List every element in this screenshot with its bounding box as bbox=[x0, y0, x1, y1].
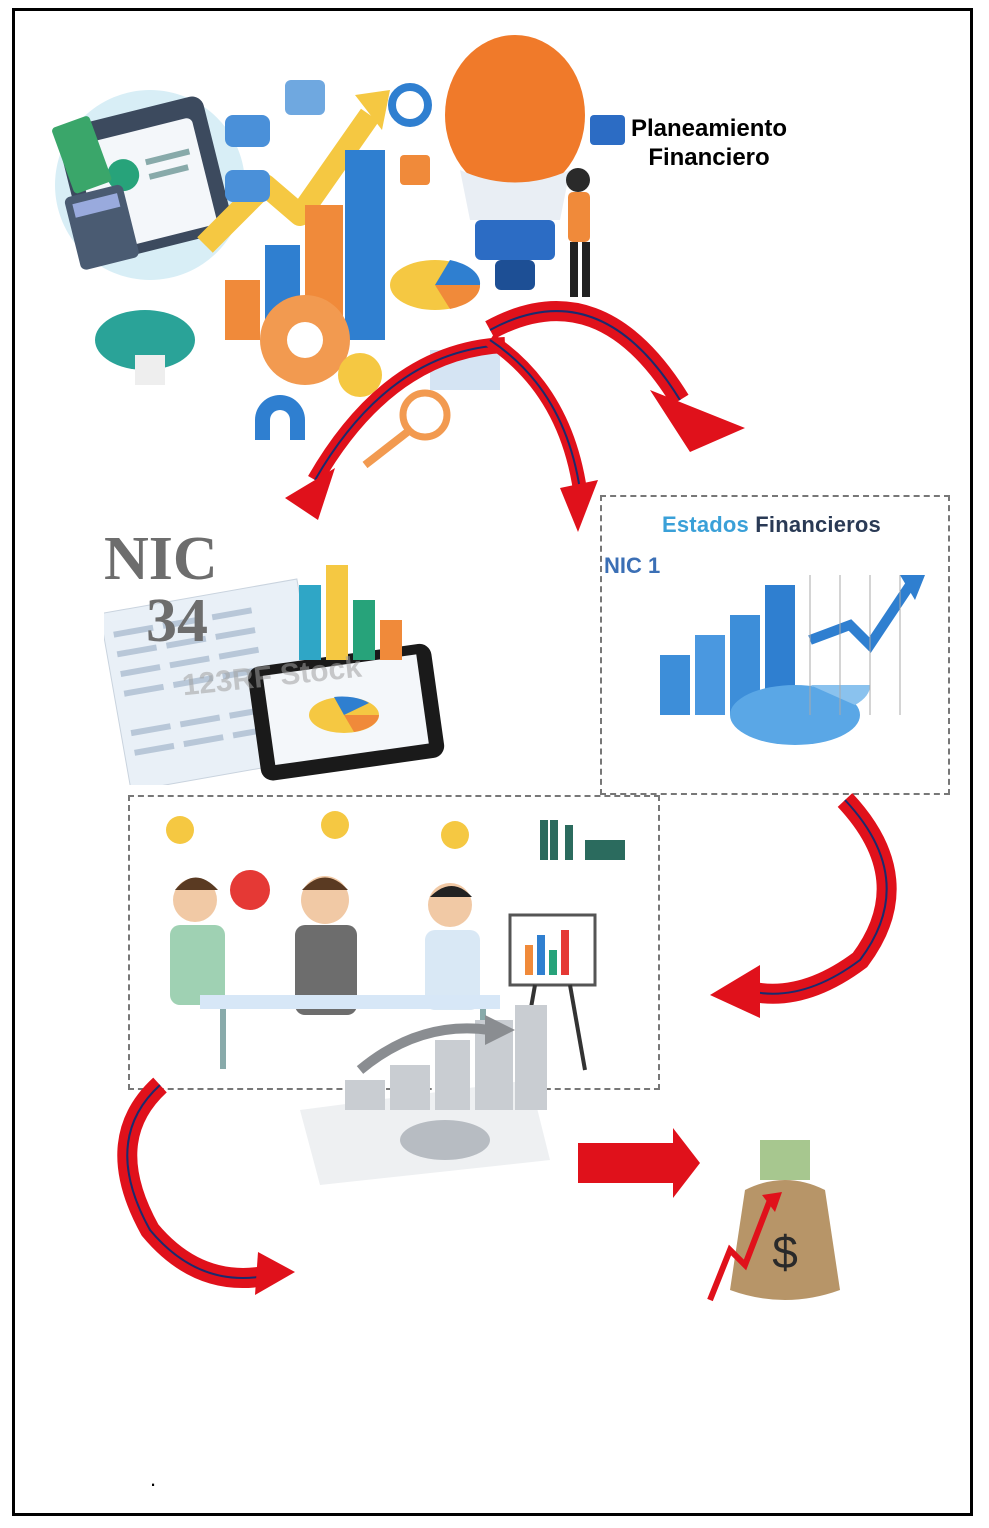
play-icon bbox=[400, 155, 430, 185]
gray-pie bbox=[400, 1120, 490, 1160]
estados-financieros-title: Estados Financieros bbox=[662, 512, 881, 538]
arrow-to-nic34 bbox=[308, 337, 506, 485]
nic1-label: NIC 1 bbox=[604, 553, 661, 578]
meeting-table bbox=[200, 995, 500, 1009]
nic34-illustration bbox=[104, 565, 445, 785]
chat-bubble-icon-2 bbox=[225, 170, 270, 202]
pie-chart-blue bbox=[730, 685, 860, 745]
chart-grid bbox=[809, 575, 901, 715]
financieros-word: Financieros bbox=[755, 512, 881, 537]
arrow-head-nic34 bbox=[285, 468, 335, 520]
money-bag-illustration: $ bbox=[707, 1140, 840, 1302]
estados-financieros-illustration bbox=[660, 575, 925, 745]
arrow-head-meeting bbox=[710, 965, 760, 1018]
document-icon bbox=[285, 80, 325, 115]
bar-chart-3d bbox=[299, 565, 402, 660]
arrow-to-meeting bbox=[742, 793, 897, 1004]
nic34-line-1: NIC bbox=[104, 525, 218, 593]
money-bag-icon bbox=[730, 1180, 840, 1300]
red-growth-line bbox=[707, 1198, 773, 1302]
estados-word: Estados bbox=[662, 512, 749, 537]
financial-planning-illustration bbox=[52, 35, 625, 469]
cash-icon bbox=[52, 116, 112, 194]
ring-icon bbox=[388, 83, 432, 127]
pie-icon bbox=[230, 870, 270, 910]
title-line-2: Financiero bbox=[648, 144, 770, 171]
plant-icon bbox=[95, 310, 195, 370]
bar-1 bbox=[225, 280, 260, 340]
nic34-line-2: 34 bbox=[146, 587, 208, 655]
bar-4 bbox=[345, 150, 385, 340]
footnote-dot: . bbox=[150, 1466, 157, 1491]
lightbulb-icon bbox=[445, 35, 585, 195]
magnet-icon bbox=[255, 395, 305, 440]
presentation-board-icon bbox=[508, 913, 597, 1071]
straight-arrow-head bbox=[673, 1128, 700, 1198]
arrow-head-1 bbox=[650, 390, 745, 452]
growth-arrow-line bbox=[197, 108, 380, 253]
gray-trend-arrow bbox=[356, 1023, 491, 1074]
arrow-to-estados-2 bbox=[486, 334, 587, 492]
chat-bubble-icon bbox=[225, 115, 270, 147]
nic34-label: NIC 34 bbox=[104, 528, 218, 652]
speech-bubble-icon bbox=[590, 115, 625, 145]
magnifier-icon bbox=[399, 389, 451, 441]
gear-icon-small bbox=[338, 353, 382, 397]
arrow-head-estados-2 bbox=[560, 480, 598, 532]
person-left bbox=[170, 877, 225, 1005]
banknotes-icon bbox=[760, 1140, 810, 1180]
person-right bbox=[425, 883, 480, 1010]
straight-arrow-body bbox=[578, 1143, 673, 1183]
estados-financieros-frame bbox=[600, 495, 950, 795]
bookshelf-icon bbox=[540, 820, 625, 860]
tablet-icon bbox=[248, 643, 445, 781]
gray-bar-chart-illustration bbox=[300, 1005, 550, 1185]
idea-bulb-icons bbox=[166, 811, 469, 849]
arrow-head-chart bbox=[255, 1252, 295, 1295]
dollar-sign-icon: $ bbox=[772, 1226, 798, 1278]
growth-arrow-head bbox=[355, 90, 390, 130]
diagram-title: Planeamiento Financiero bbox=[604, 114, 814, 172]
person-center bbox=[295, 876, 357, 1015]
trend-arrow bbox=[808, 582, 915, 653]
arrow-to-chart bbox=[117, 1077, 273, 1288]
person-figure bbox=[566, 168, 590, 192]
title-line-1: Planeamiento bbox=[630, 115, 788, 142]
